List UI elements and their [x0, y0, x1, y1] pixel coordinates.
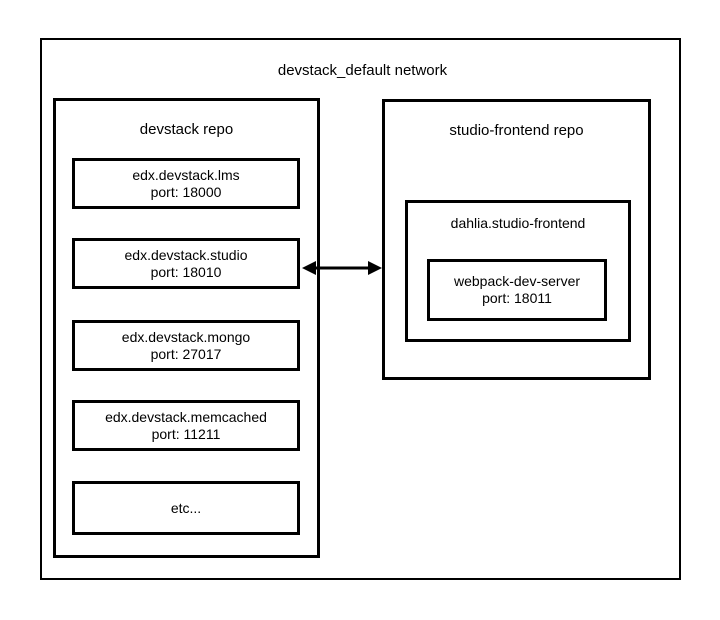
service-name: edx.devstack.lms — [132, 166, 240, 183]
service-port: port: 27017 — [150, 345, 222, 362]
service-box-mongo: edx.devstack.mongo port: 27017 — [72, 320, 300, 371]
service-port: port: 18000 — [150, 183, 222, 200]
service-box-webpack-dev-server: webpack-dev-server port: 18011 — [427, 259, 607, 321]
service-box-etc: etc... — [72, 481, 300, 535]
service-name: edx.devstack.studio — [124, 246, 248, 263]
service-name: edx.devstack.memcached — [105, 408, 267, 425]
service-name: edx.devstack.mongo — [121, 328, 251, 345]
service-box-memcached: edx.devstack.memcached port: 11211 — [72, 400, 300, 451]
service-name: etc... — [170, 499, 202, 516]
service-name: webpack-dev-server — [453, 273, 581, 289]
network-title: devstack_default network — [277, 62, 448, 79]
studio-frontend-repo-label: studio-frontend repo — [449, 122, 584, 139]
service-box-lms: edx.devstack.lms port: 18000 — [72, 158, 300, 209]
service-box-studio: edx.devstack.studio port: 18010 — [72, 238, 300, 289]
dahlia-container-label: dahlia.studio-frontend — [450, 215, 586, 231]
service-port: port: 18010 — [150, 263, 222, 280]
service-port: port: 18011 — [482, 290, 552, 306]
devstack-repo-label: devstack repo — [139, 121, 234, 138]
service-port: port: 11211 — [151, 425, 221, 442]
